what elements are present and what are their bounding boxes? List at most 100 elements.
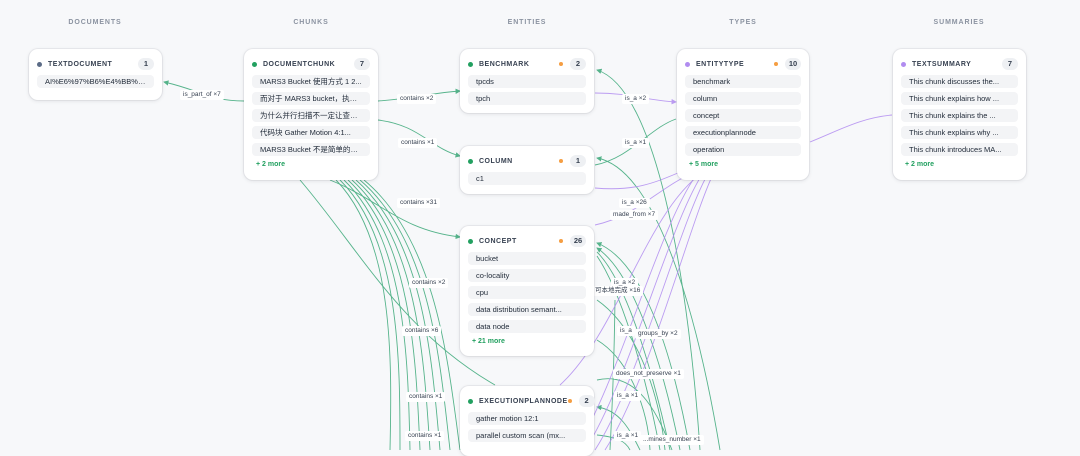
edge-label-is-part-of: is_part_of ×7 — [180, 90, 224, 100]
node-textdocument[interactable]: TEXTDOCUMENT 1 AI%E6%97%B6%E4%BB%A3%EF%.… — [29, 49, 162, 100]
edge-type-fan-4 — [604, 169, 716, 451]
type-dot-icon — [468, 238, 473, 244]
node-item[interactable]: tpch — [468, 92, 586, 105]
edge-label-isa-benchmark: is_a ×2 — [622, 94, 650, 104]
edge-contains-exec — [299, 179, 496, 386]
type-dot-icon — [252, 61, 257, 67]
edge-label-contains-benchmark: contains ×2 — [397, 94, 437, 104]
type-dot-icon — [901, 61, 906, 67]
node-title: TEXTDOCUMENT — [48, 60, 113, 68]
node-executionplannode[interactable]: EXECUTIONPLANNODE 2 gather motion 12:1 p… — [460, 386, 595, 456]
node-item[interactable]: bucket — [468, 252, 586, 265]
type-dot-icon — [468, 398, 473, 404]
node-item[interactable]: This chunk introduces MA... — [901, 143, 1018, 156]
node-item[interactable]: AI%E6%97%B6%E4%BB%A3%EF%... — [37, 75, 154, 88]
node-count-badge: 1 — [570, 155, 586, 167]
node-title: BENCHMARK — [479, 60, 530, 68]
node-count-badge: 1 — [138, 58, 154, 70]
edge-exec-return — [596, 404, 641, 451]
edge-label-contains-1a: contains ×1 — [406, 392, 446, 402]
node-title: ENTITYTYPE — [696, 60, 745, 68]
show-more-link[interactable]: + 5 more — [689, 161, 718, 168]
node-entitytype[interactable]: ENTITYTYPE 10 benchmark column concept e… — [677, 49, 809, 180]
node-item[interactable]: tpcds — [468, 75, 586, 88]
node-title: CONCEPT — [479, 237, 517, 245]
node-title: COLUMN — [479, 157, 513, 165]
node-item[interactable]: executionplannode — [685, 126, 801, 139]
node-item[interactable]: 代码块 Gather Motion 4:1... — [252, 126, 370, 139]
status-dot-icon — [559, 239, 563, 243]
node-item[interactable]: cpu — [468, 286, 586, 299]
column-header-entities: ENTITIES — [507, 19, 547, 26]
node-count-badge: 10 — [785, 58, 801, 70]
edge-label-contains-concept: contains ×31 — [397, 198, 441, 208]
node-title: TEXTSUMMARY — [912, 60, 972, 68]
edge-contains-concept — [329, 179, 461, 240]
edge-concept-return-3 — [596, 251, 671, 451]
node-item[interactable]: This chunk explains how ... — [901, 92, 1018, 105]
edge-chunk-fan-3 — [347, 179, 421, 451]
node-item[interactable]: parallel custom scan (mx... — [468, 429, 586, 442]
type-dot-icon — [468, 61, 473, 67]
edge-label-local-complete: 可本地完成 ×16 — [592, 286, 644, 296]
node-count-badge: 26 — [570, 235, 586, 247]
node-item[interactable]: column — [685, 92, 801, 105]
edge-concept-return-1 — [596, 242, 691, 451]
node-item[interactable]: concept — [685, 109, 801, 122]
node-concept[interactable]: CONCEPT 26 bucket co-locality cpu data d… — [460, 226, 594, 356]
type-dot-icon — [468, 158, 473, 164]
node-item[interactable]: This chunk explains why ... — [901, 126, 1018, 139]
status-dot-icon — [559, 159, 563, 163]
edge-label-isa-1b: is_a ×1 — [614, 431, 642, 441]
node-item[interactable]: operation — [685, 143, 801, 156]
edge-label-isa-2: is_a ×2 — [611, 278, 639, 288]
edge-type-fan-3 — [594, 169, 711, 451]
node-item[interactable]: co-locality — [468, 269, 586, 282]
node-item[interactable]: gather motion 12:1 — [468, 412, 586, 425]
node-item[interactable]: c1 — [468, 172, 586, 185]
node-item[interactable]: 为什么并行扫描不一定让查询更快 达到问题本... — [252, 109, 370, 122]
edge-label-contains-6: contains ×6 — [402, 326, 442, 336]
edge-label-determines-number: ...mines_number ×1 — [640, 435, 704, 445]
edge-label-isa-concept: is_a ×26 — [619, 198, 650, 208]
edge-label-contains-1b: contains ×1 — [405, 431, 445, 441]
node-item[interactable]: MARS3 Bucket 不是简单的分桶功能，也... — [252, 143, 370, 156]
edge-benchmark-return — [596, 68, 701, 451]
node-benchmark[interactable]: BENCHMARK 2 tpcds tpch — [460, 49, 594, 113]
node-title: DOCUMENTCHUNK — [263, 60, 336, 68]
edge-contains-column — [377, 119, 461, 158]
edge-chunk-fan-8 — [335, 179, 392, 451]
node-column[interactable]: COLUMN 1 c1 — [460, 146, 594, 194]
status-dot-icon — [774, 62, 778, 66]
edge-label-made-from: made_from ×7 — [610, 210, 659, 220]
node-item[interactable]: This chunk explains the ... — [901, 109, 1018, 122]
node-count-badge: 7 — [354, 58, 370, 70]
node-item[interactable]: MARS3 Bucket 使用方式 1 2... — [252, 75, 370, 88]
show-more-link[interactable]: + 2 more — [256, 161, 285, 168]
node-documentchunk[interactable]: DOCUMENTCHUNK 7 MARS3 Bucket 使用方式 1 2...… — [244, 49, 378, 180]
show-more-link[interactable]: + 2 more — [905, 161, 934, 168]
show-more-link[interactable]: + 21 more — [472, 338, 505, 345]
edge-concept-return-2 — [596, 247, 681, 451]
node-item[interactable]: 而对于 MARS3 bucket，执行计划则... — [252, 92, 370, 105]
edge-label-isa-column: is_a ×1 — [622, 138, 650, 148]
edge-label-isa-1a: is_a ×1 — [614, 391, 642, 401]
node-textsummary[interactable]: TEXTSUMMARY 7 This chunk discusses the..… — [893, 49, 1026, 180]
node-title: EXECUTIONPLANNODE — [479, 397, 568, 405]
node-item[interactable]: This chunk discusses the... — [901, 75, 1018, 88]
type-dot-icon — [37, 61, 42, 67]
column-header-documents: DOCUMENTS — [68, 19, 122, 26]
edge-misc-2 — [609, 299, 616, 451]
edge-chunk-fan-1 — [339, 179, 401, 451]
edge-chunk-fan-7 — [363, 179, 461, 451]
column-header-chunks: CHUNKS — [293, 19, 329, 26]
edge-summary-to-type — [809, 114, 893, 143]
status-dot-icon — [567, 399, 572, 403]
node-item[interactable]: data node — [468, 320, 586, 333]
edge-label-does-not-preserve: does_not_preserve ×1 — [613, 369, 684, 379]
node-item[interactable]: data distribution semant... — [468, 303, 586, 316]
node-item[interactable]: benchmark — [685, 75, 801, 88]
column-header-summaries: SUMMARIES — [933, 19, 985, 26]
edge-chunk-fan-5 — [355, 179, 441, 451]
edge-type-fan-2 — [584, 169, 706, 451]
